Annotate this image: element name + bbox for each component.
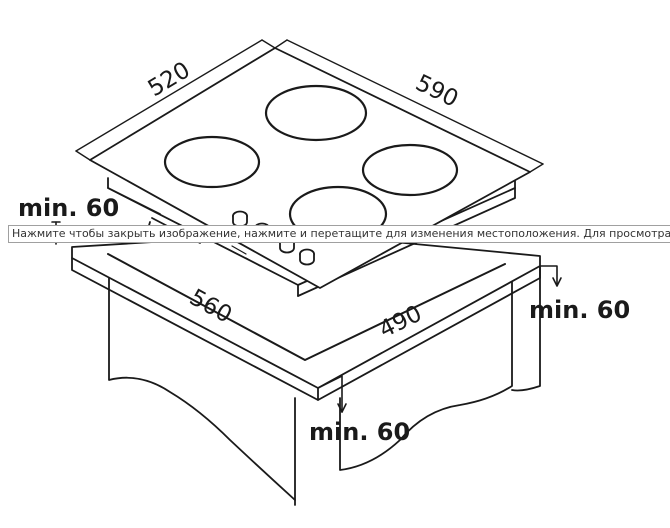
cooking-zone-front-left [163, 135, 261, 189]
knob-1 [232, 210, 248, 228]
hob-depth-label: 590 [411, 70, 462, 113]
image-viewer-tooltip[interactable]: Нажмите чтобы закрыть изображение, нажми… [8, 225, 670, 243]
cooking-zone-rear-right [361, 143, 459, 197]
cutout-opening [107, 253, 506, 361]
cooking-zones [163, 84, 459, 243]
dimension-lines-hob [75, 39, 544, 173]
clearance-left-label: min. 60 [18, 194, 119, 222]
cooking-zone-rear-left [264, 84, 368, 142]
knob-4 [299, 248, 315, 266]
cabinet [108, 265, 541, 506]
clearance-bottom-label: min. 60 [309, 418, 410, 446]
clearance-right-label: min. 60 [529, 296, 630, 324]
